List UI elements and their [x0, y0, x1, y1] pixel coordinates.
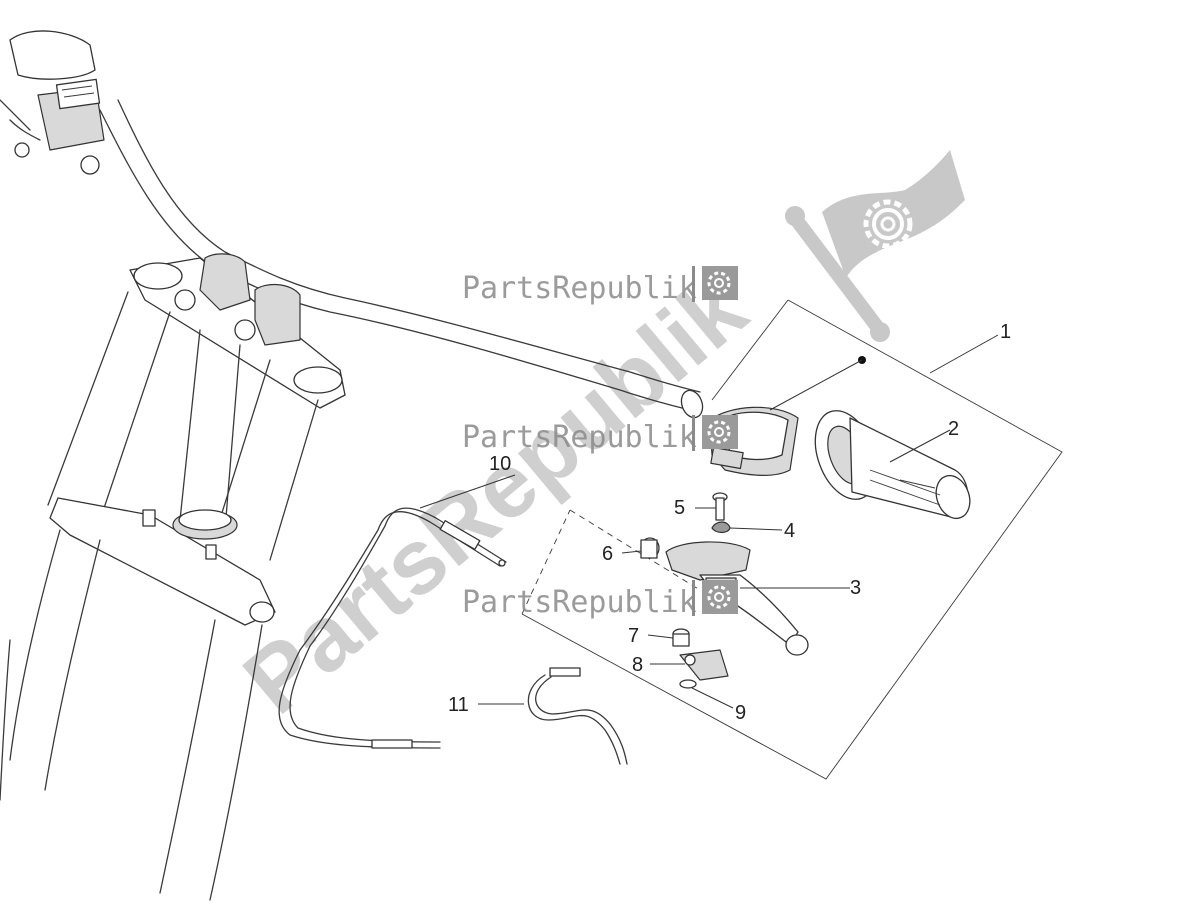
callout-6[interactable]: 6 — [602, 543, 613, 565]
gear-icon — [863, 199, 913, 249]
leader-lines — [419, 334, 999, 709]
bracket-part — [679, 649, 729, 681]
watermark-brand-2: PartsRepublik — [462, 415, 738, 455]
wiring-cable — [527, 667, 628, 765]
kit-outline — [521, 299, 1063, 780]
handle-grip — [814, 410, 971, 520]
spring-part — [711, 521, 731, 534]
throttle-cable — [278, 507, 507, 749]
watermark-brand-1: PartsRepublik — [462, 266, 738, 306]
callout-9[interactable]: 9 — [735, 702, 746, 724]
callout-7[interactable]: 7 — [628, 625, 639, 647]
gear-icon — [707, 271, 731, 295]
watermark-diagonal: PartsRepublik — [225, 257, 765, 733]
callout-11[interactable]: 11 — [448, 694, 469, 716]
bushing-part — [640, 537, 660, 559]
pivot-part — [672, 628, 690, 647]
gear-icon — [707, 420, 731, 444]
screw-part — [712, 492, 728, 521]
watermark-brand-text: PartsRepublik — [462, 585, 697, 620]
handlebar-assembly — [0, 30, 704, 901]
callout-8[interactable]: 8 — [632, 654, 643, 676]
callout-10[interactable]: 10 — [489, 453, 511, 475]
watermark-brand-text: PartsRepublik — [462, 271, 697, 306]
watermark-flag — [785, 150, 965, 342]
callout-2[interactable]: 2 — [948, 418, 959, 440]
washer-part — [679, 679, 697, 689]
gear-icon — [707, 585, 731, 609]
callout-3[interactable]: 3 — [850, 577, 861, 599]
callout-1[interactable]: 1 — [1000, 321, 1011, 343]
callout-5[interactable]: 5 — [674, 497, 685, 519]
watermark-brand-text: PartsRepublik — [462, 420, 697, 455]
watermark-diagonal-text: PartsRepublik — [225, 257, 765, 733]
callout-labels: 1 2 3 4 5 6 7 8 9 10 11 — [448, 321, 1011, 724]
watermark-brand-3: PartsRepublik — [462, 580, 738, 620]
callout-4[interactable]: 4 — [784, 520, 795, 542]
